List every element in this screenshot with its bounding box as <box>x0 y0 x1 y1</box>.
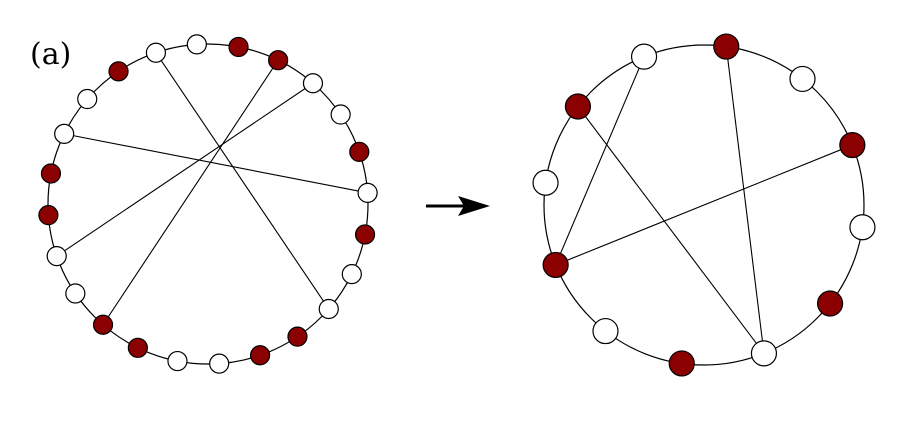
left-node-19 <box>40 163 62 184</box>
right-node-7 <box>592 317 619 345</box>
left-node-20 <box>54 123 75 144</box>
left-edge-2 <box>56 82 314 257</box>
right-node-11 <box>630 43 658 70</box>
right-node-0 <box>713 33 740 60</box>
left-node-0 <box>186 34 207 55</box>
left-node-9 <box>318 298 339 320</box>
left-node-16 <box>65 283 86 304</box>
right-node-5 <box>750 340 778 367</box>
left-node-14 <box>127 337 148 358</box>
left-node-6 <box>357 182 378 203</box>
left-nodes <box>38 34 378 374</box>
right-edge-3 <box>577 106 765 354</box>
right-edges <box>555 46 853 354</box>
right-arrow-icon <box>426 196 490 216</box>
left-node-11 <box>249 345 271 366</box>
left-ring <box>47 43 369 365</box>
right-node-6 <box>668 350 695 377</box>
right-node-10 <box>564 93 592 120</box>
right-edge-1 <box>555 144 853 266</box>
panel-label: (a) <box>30 37 71 72</box>
right-node-4 <box>816 290 844 317</box>
right-node-1 <box>789 65 816 93</box>
left-node-22 <box>108 61 129 82</box>
right-ring <box>543 44 865 366</box>
right-edge-0 <box>725 46 765 354</box>
left-node-1 <box>228 36 249 58</box>
left-node-17 <box>46 245 67 267</box>
right-nodes <box>532 33 876 377</box>
left-edge-3 <box>64 133 368 194</box>
left-node-3 <box>302 73 324 94</box>
left-node-7 <box>354 224 376 245</box>
right-node-2 <box>839 131 866 159</box>
left-node-21 <box>77 88 98 110</box>
left-circular-graph <box>38 34 378 374</box>
left-node-12 <box>209 353 230 374</box>
left-node-13 <box>167 350 188 372</box>
left-node-8 <box>341 264 362 285</box>
left-node-2 <box>268 50 289 71</box>
left-node-18 <box>38 205 59 226</box>
right-node-9 <box>532 169 559 196</box>
right-node-8 <box>542 251 569 279</box>
left-node-15 <box>92 314 114 335</box>
right-edge-2 <box>555 56 645 266</box>
right-circular-graph <box>532 33 876 377</box>
left-edge-0 <box>155 52 330 310</box>
left-edge-1 <box>102 59 279 326</box>
left-node-5 <box>349 141 370 163</box>
left-node-4 <box>330 104 351 125</box>
left-node-10 <box>287 326 308 347</box>
left-node-23 <box>145 42 167 63</box>
right-node-3 <box>849 214 876 241</box>
left-edges <box>56 52 368 326</box>
